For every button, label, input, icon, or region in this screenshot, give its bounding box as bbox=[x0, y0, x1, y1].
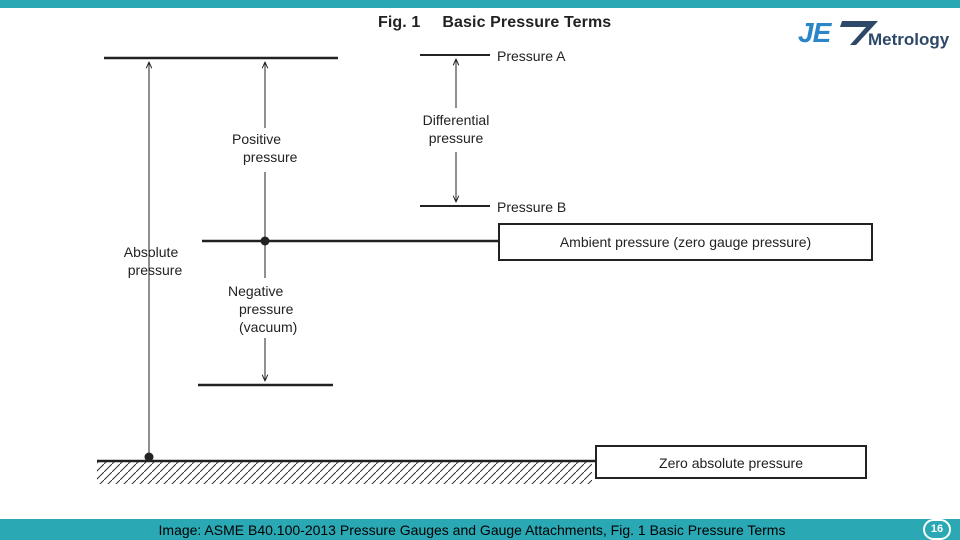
absolute-label-line2: pressure bbox=[127, 262, 183, 278]
logo-arrow-icon bbox=[840, 21, 878, 45]
differential-pressure-label: Differential pressure bbox=[410, 111, 502, 147]
figure-title: Fig. 1 Basic Pressure Terms bbox=[378, 14, 611, 32]
negative-label-line2: pressure bbox=[239, 301, 294, 317]
baseline-hatching bbox=[97, 462, 592, 484]
image-source-caption: Image: ASME B40.100-2013 Pressure Gauges… bbox=[158, 522, 786, 538]
positive-label-line2: pressure bbox=[243, 149, 298, 165]
top-accent-bar bbox=[0, 0, 960, 8]
absolute-label-line1: Absolute bbox=[123, 244, 179, 260]
negative-pressure-label: Negative pressure (vacuum) bbox=[228, 282, 297, 336]
positive-label-line1: Positive bbox=[232, 131, 282, 147]
zero-absolute-pressure-label: Zero absolute pressure bbox=[659, 455, 803, 471]
logo-wordmark: Metrology bbox=[868, 30, 950, 49]
figure-title-text: Basic Pressure Terms bbox=[442, 14, 612, 31]
differential-label-line2: pressure bbox=[428, 130, 484, 146]
logo-mark: JE bbox=[798, 17, 831, 48]
pressure-a-label: Pressure A bbox=[497, 48, 566, 64]
figure-number: Fig. 1 bbox=[378, 14, 421, 31]
ambient-junction-dot bbox=[260, 236, 270, 246]
pressure-b-label: Pressure B bbox=[497, 199, 567, 215]
page-number-badge: 16 bbox=[923, 519, 951, 540]
bottom-accent-bar bbox=[0, 519, 960, 540]
differential-label-line1: Differential bbox=[422, 112, 490, 128]
negative-label-line3: (vacuum) bbox=[239, 319, 298, 335]
ambient-pressure-box bbox=[498, 223, 873, 261]
zero-absolute-pressure-box bbox=[595, 445, 867, 479]
absolute-pressure-label: Absolute pressure bbox=[106, 243, 196, 279]
zero-junction-dot bbox=[144, 452, 154, 462]
positive-pressure-label: Positive pressure bbox=[232, 130, 297, 166]
ambient-pressure-label: Ambient pressure (zero gauge pressure) bbox=[559, 234, 812, 250]
company-logo: JE Metrology bbox=[798, 17, 950, 52]
negative-label-line1: Negative bbox=[228, 283, 284, 299]
